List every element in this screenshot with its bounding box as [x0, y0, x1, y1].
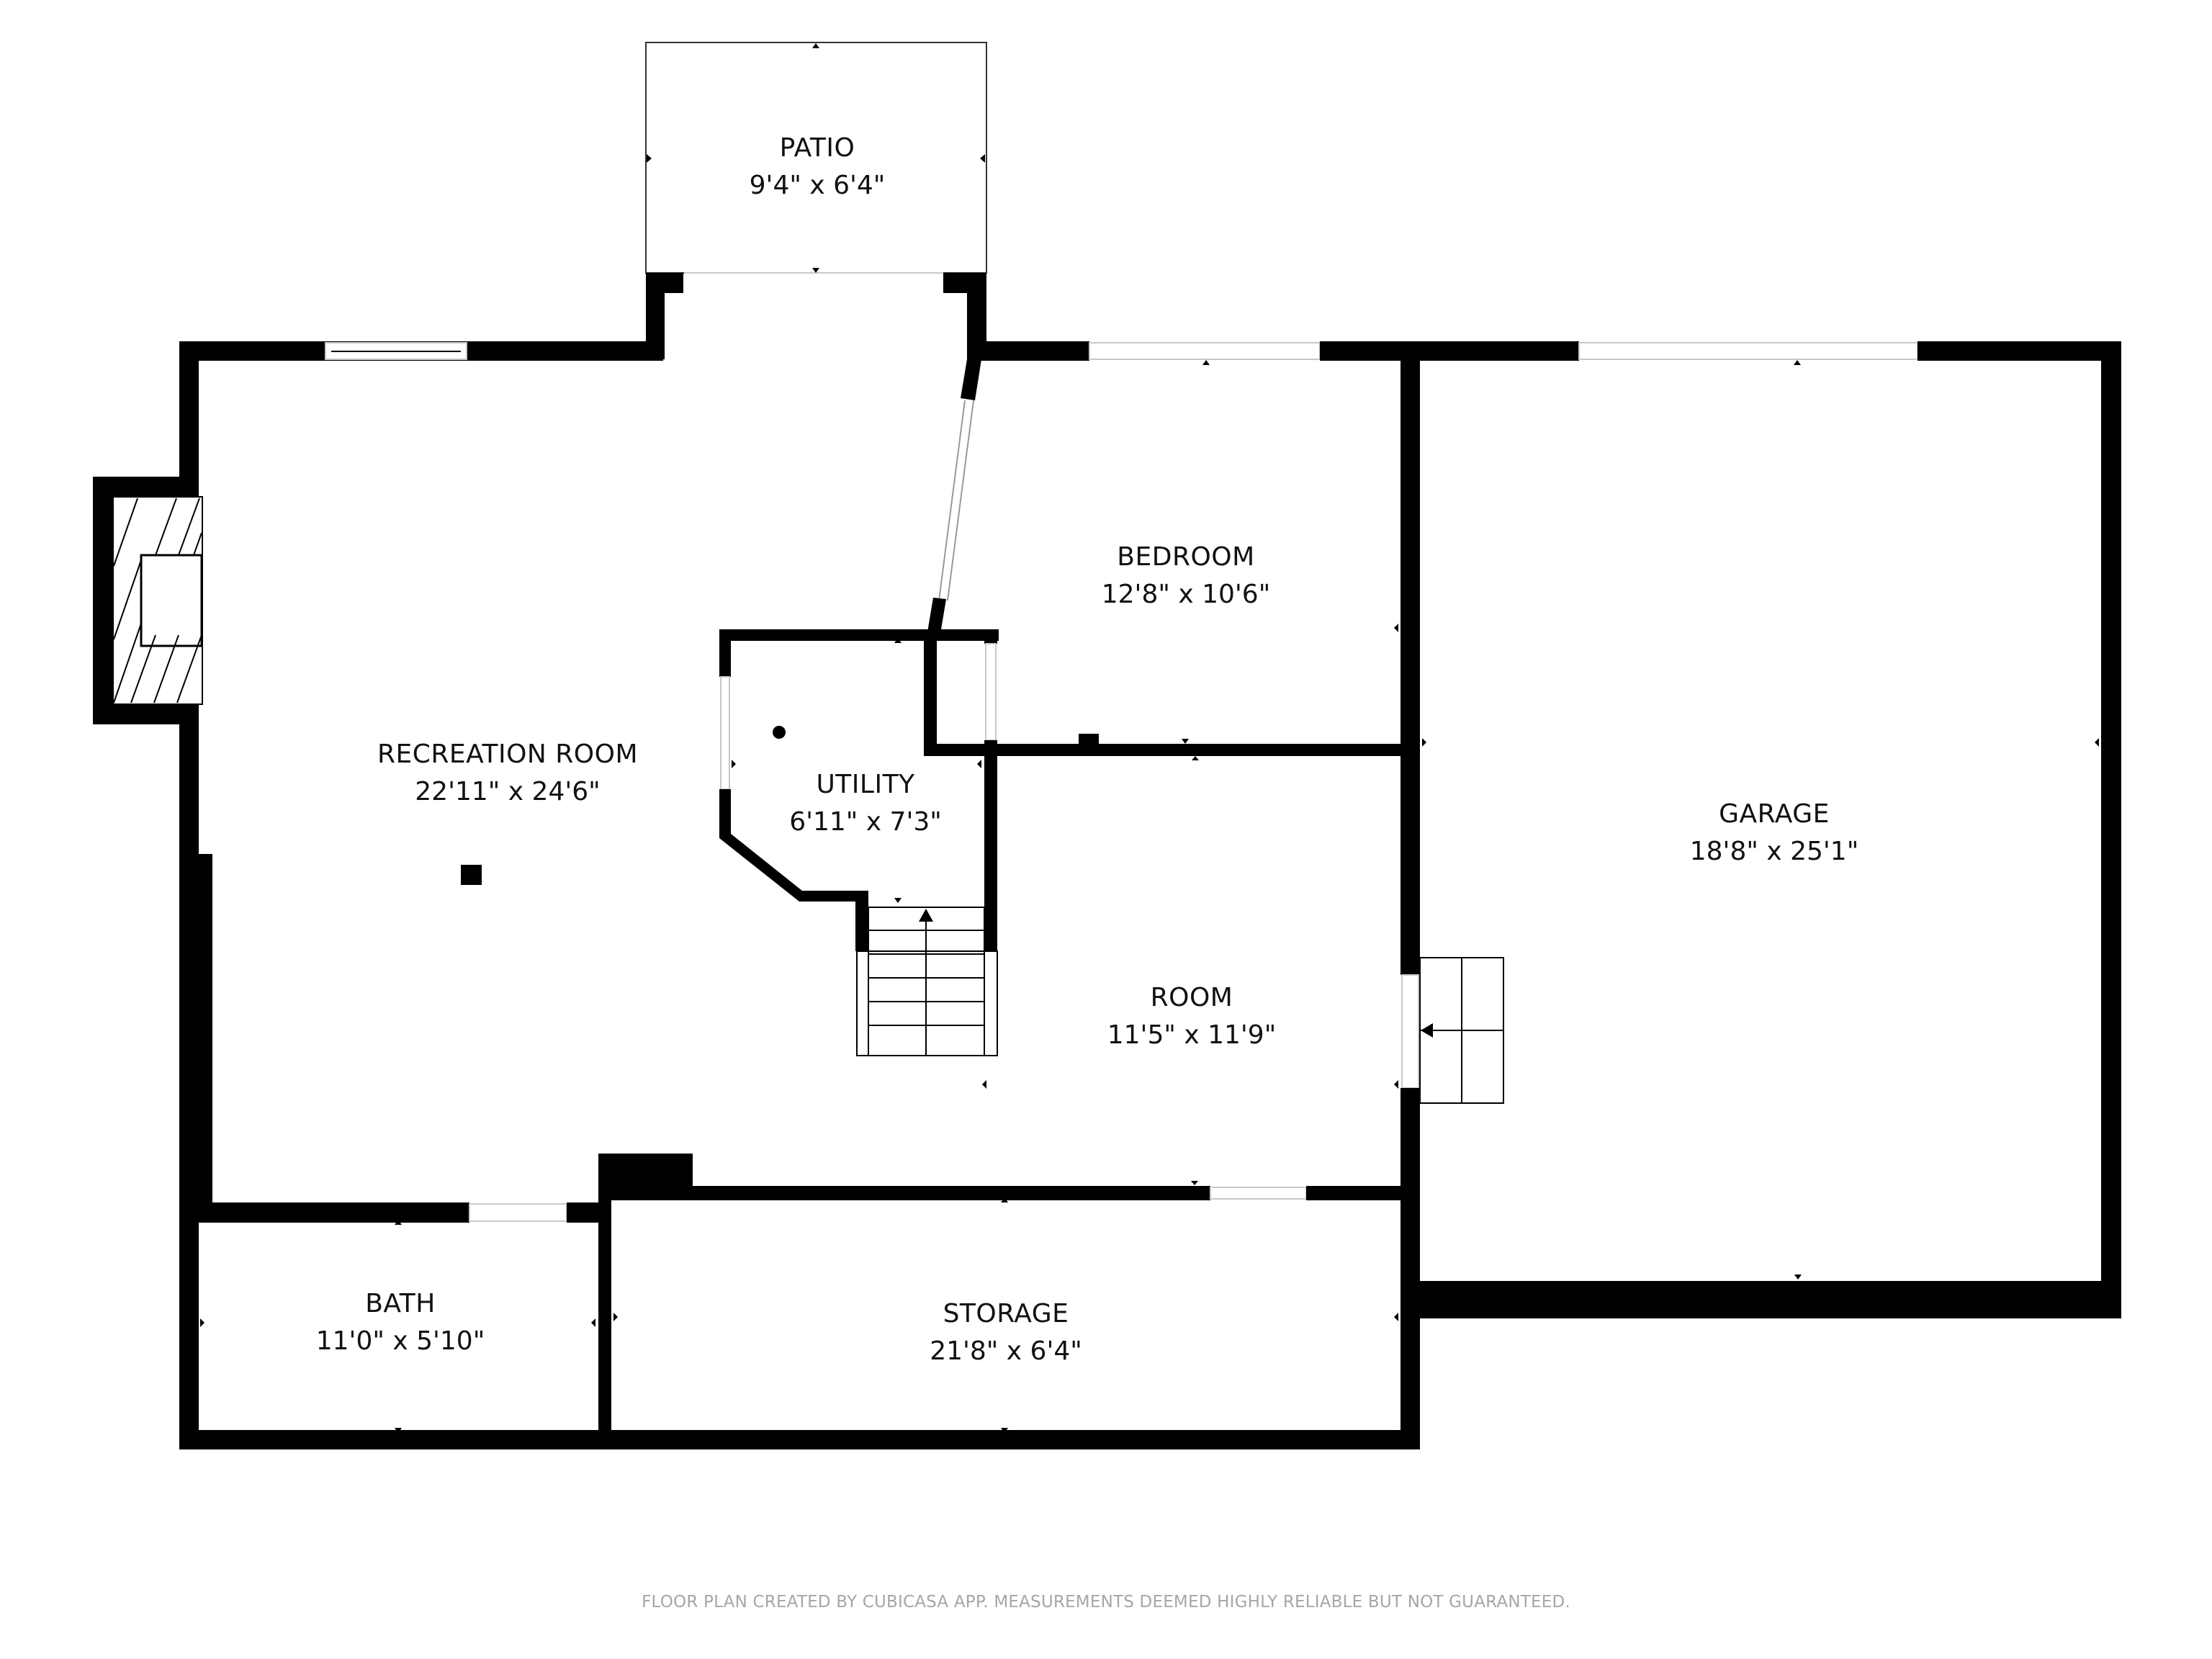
window-icon — [325, 342, 467, 360]
room-name: UTILITY — [816, 770, 915, 799]
dimension-markers — [200, 43, 2099, 1433]
room-name: GARAGE — [1719, 799, 1830, 829]
room-label-storage: STORAGE 21'8" x 6'4" — [930, 1295, 1082, 1370]
bedroom-east-wall — [1401, 341, 1420, 1448]
room-label-bath: BATH 11'0" x 5'10" — [316, 1285, 485, 1360]
room-dimensions: 12'8" x 10'6" — [1101, 580, 1271, 609]
room-name: ROOM — [1150, 983, 1233, 1012]
room-dimensions: 11'0" x 5'10" — [315, 1326, 485, 1356]
bath-north-wall — [179, 1202, 610, 1223]
room-dimensions: 21'8" x 6'4" — [930, 1336, 1082, 1366]
room-dimensions: 22'11" x 24'6" — [415, 777, 601, 806]
room-name: BATH — [365, 1289, 436, 1318]
utility-walls — [719, 629, 1406, 951]
room-name: STORAGE — [943, 1299, 1069, 1328]
room-label-bedroom: BEDROOM 12'8" x 10'6" — [1102, 539, 1271, 613]
stairs-icon — [856, 907, 998, 1056]
storage-north-wall — [598, 1154, 1414, 1200]
room-dimensions: 6'11" x 7'3" — [789, 807, 942, 837]
room-label-patio: PATIO 9'4" x 6'4" — [750, 130, 886, 204]
room-dimensions: 11'5" x 11'9" — [1107, 1020, 1277, 1050]
room-name: BEDROOM — [1117, 542, 1255, 572]
garage-walls — [1411, 341, 2121, 1318]
angled-wall — [927, 359, 981, 634]
patio-wall-stubs — [646, 273, 986, 359]
rec-room-north-wall — [179, 341, 663, 478]
room-label-room: ROOM 11'5" x 11'9" — [1107, 979, 1277, 1054]
room-label-garage: GARAGE 18'8" x 25'1" — [1690, 796, 1859, 871]
west-wall — [179, 724, 212, 1449]
column-icon — [461, 865, 482, 885]
south-wall — [179, 1430, 1420, 1449]
room-label-recreation-room: RECREATION ROOM 22'11" x 24'6" — [377, 736, 638, 811]
room-dimensions: 18'8" x 25'1" — [1689, 837, 1859, 866]
room-label-utility: UTILITY 6'11" x 7'3" — [789, 766, 942, 841]
bedroom-north-wall — [967, 341, 2121, 361]
room-name: PATIO — [779, 133, 855, 163]
patio-outline — [645, 42, 987, 274]
footer-disclaimer: FLOOR PLAN CREATED BY CUBICASA APP. MEAS… — [642, 1593, 1570, 1611]
room-dimensions: 9'4" x 6'4" — [749, 171, 886, 200]
fireplace-icon — [93, 477, 203, 724]
room-name: RECREATION ROOM — [377, 739, 639, 769]
bath-storage-divider — [598, 1195, 611, 1449]
garage-steps-icon — [1419, 957, 1504, 1104]
